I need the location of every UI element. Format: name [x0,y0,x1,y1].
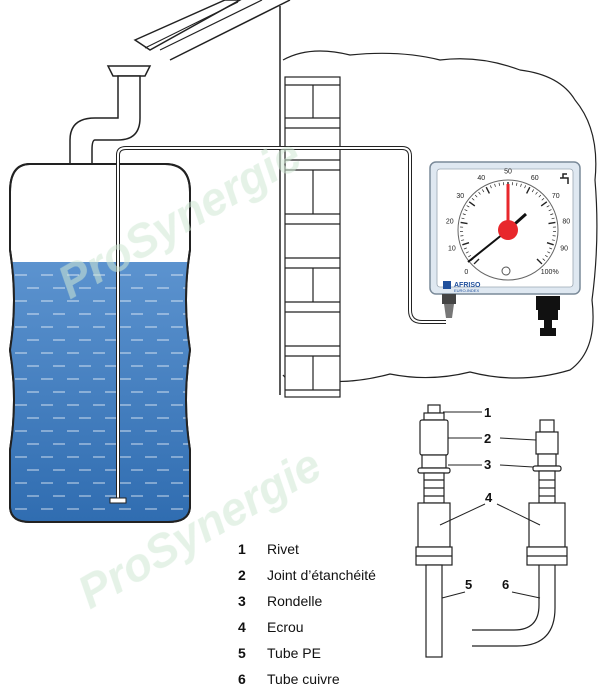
gauge-scale-label: 70 [552,193,560,200]
callout-1: 1 [484,405,491,420]
gauge-scale-label: 30 [456,193,464,200]
legend-label: Tube PE [267,645,321,661]
gauge-scale-label: 100% [541,269,559,276]
legend-number: 2 [238,562,267,588]
brand-subtitle: EURO-INDEX [454,288,479,293]
callout-2: 2 [484,431,491,446]
tank-water [5,262,195,527]
gauge-scale-label: 10 [448,246,456,253]
downpipe [70,66,150,170]
gauge-scale-label: 90 [560,246,568,253]
callout-5: 5 [465,577,472,592]
legend-number: 3 [238,588,267,614]
legend-label: Ecrou [267,619,304,635]
callout-6: 6 [502,577,509,592]
legend-number: 5 [238,640,267,666]
gauge-scale-label: 0 [464,269,468,276]
legend-label: Rivet [267,541,299,557]
fitting-detail [416,405,567,657]
legend-number: 1 [238,536,267,562]
gauge-scale-label: 80 [562,218,570,225]
brand-logo [443,281,451,289]
legend-label: Tube cuivre [267,671,340,687]
legend-number: 6 [238,666,267,692]
callout-3: 3 [484,457,491,472]
gauge-scale-label: 60 [531,175,539,182]
gauge-scale-label: 40 [477,175,485,182]
gauge-hub [498,220,518,240]
legend-label: Rondelle [267,593,322,609]
gauge-scale-label: 50 [504,169,512,176]
gauge-valve [536,296,560,336]
gauge-scale-label: 20 [446,218,454,225]
roof [135,0,262,50]
legend-label: Joint d’étanchéité [267,567,376,583]
callout-4: 4 [485,490,493,505]
legend-number: 4 [238,614,267,640]
brick-wall [285,77,340,397]
